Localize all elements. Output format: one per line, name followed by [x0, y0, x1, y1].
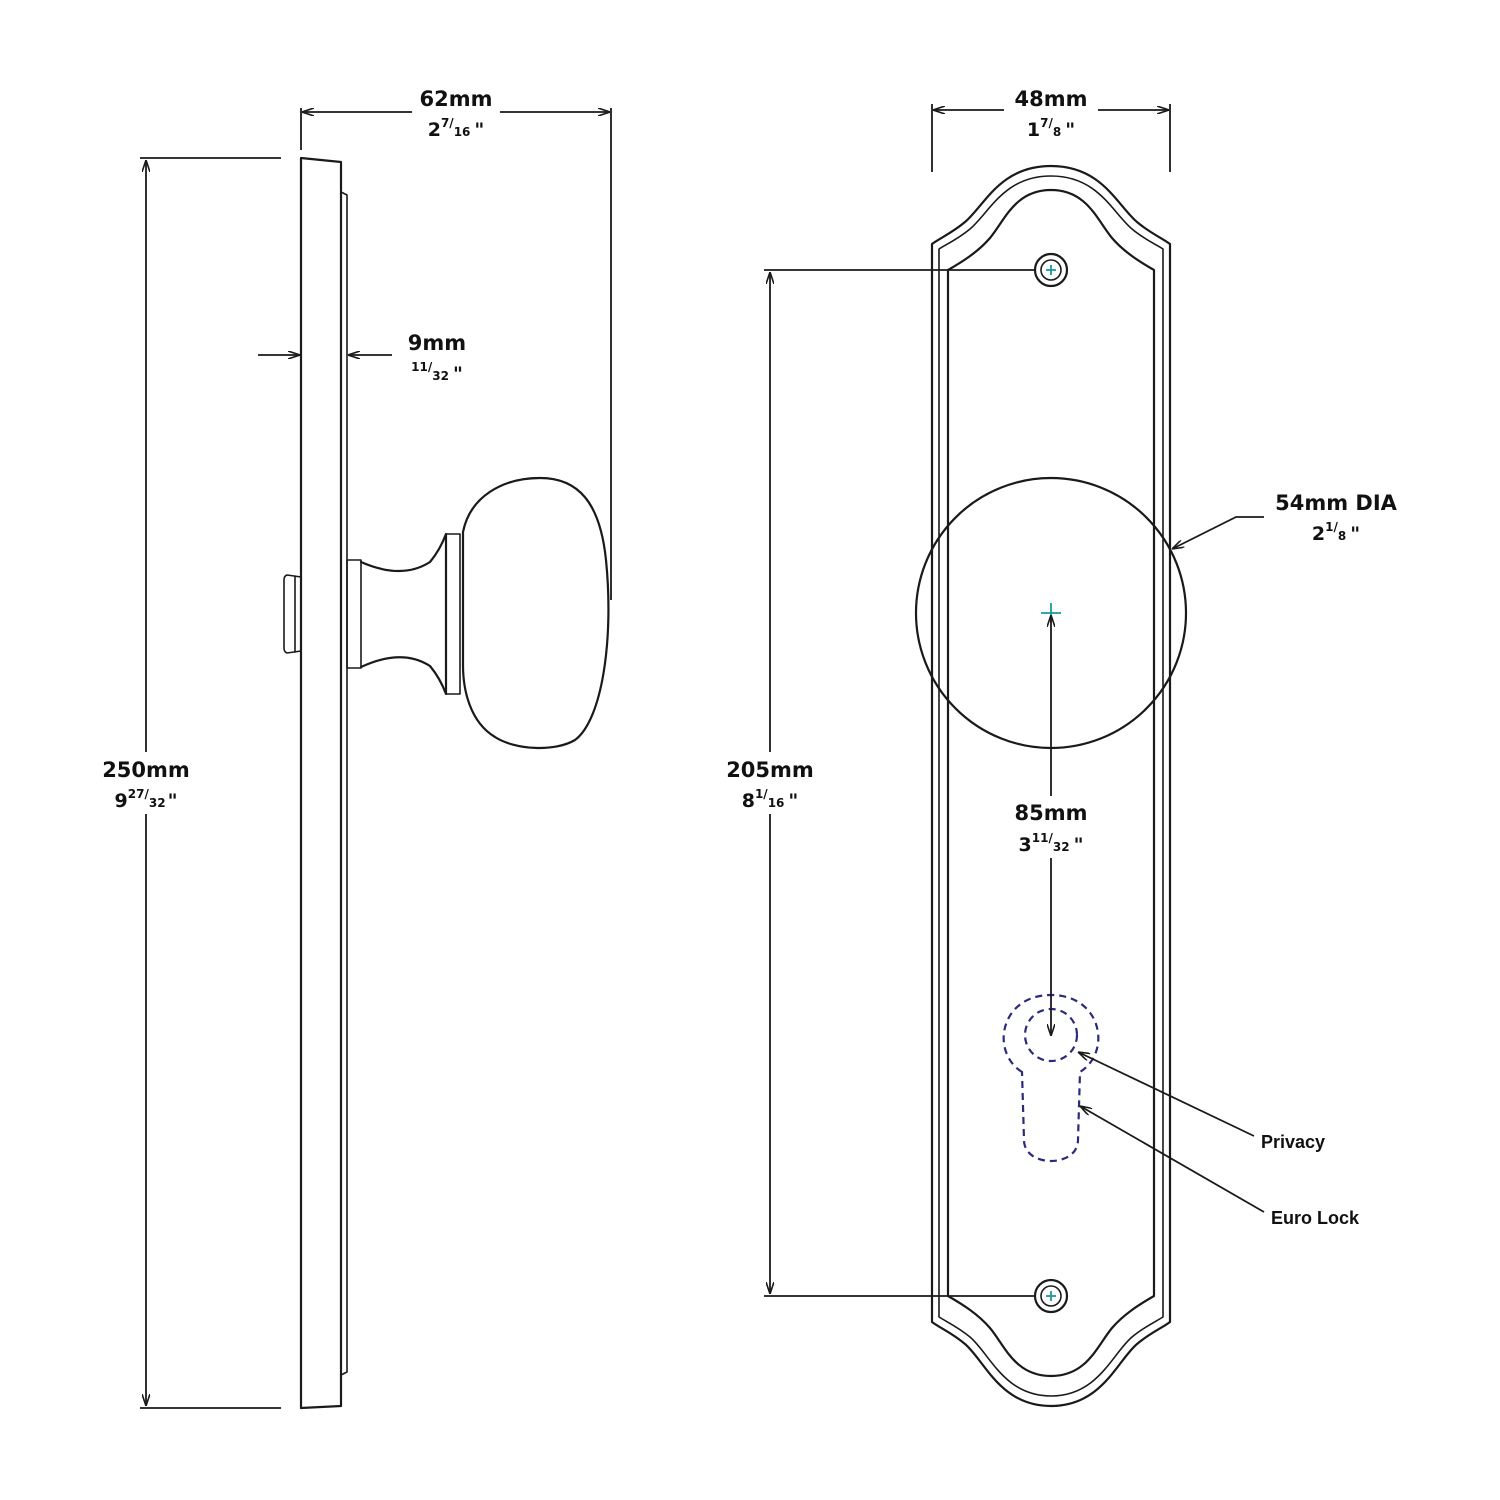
backset-metric: 85mm	[1015, 801, 1088, 825]
knob-diameter-metric: 54mm DIA	[1275, 491, 1398, 515]
privacy-callout: Privacy	[1261, 1132, 1325, 1152]
backset-imperial: 311/32"	[1019, 831, 1084, 856]
knob-diameter-imperial: 21/8"	[1312, 520, 1360, 545]
screw-spacing-metric: 205mm	[726, 758, 814, 782]
top-screw	[1033, 252, 1069, 288]
plate-width-metric: 48mm	[1015, 87, 1088, 111]
euro-lock-outline	[1002, 993, 1100, 1162]
euro-lock-callout: Euro Lock	[1271, 1208, 1360, 1228]
plate-thickness-metric: 9mm	[408, 331, 466, 355]
overall-height-metric: 250mm	[102, 758, 190, 782]
side-knob-collar	[445, 533, 461, 695]
overall-width-metric: 62mm	[420, 87, 493, 111]
plate-width-imperial: 17/8"	[1027, 116, 1075, 141]
side-view: 62mm 27/16" 9mm 11/32" 250mm 927/32"	[96, 87, 612, 1410]
plate-thickness-imperial: 11/32"	[411, 360, 463, 385]
side-backplate	[299, 156, 343, 1410]
front-plate-inner	[946, 188, 1156, 1378]
side-knob-neck	[359, 532, 448, 696]
front-plate-outer	[930, 164, 1172, 1408]
screw-spacing-imperial: 81/16"	[742, 787, 799, 812]
front-view: 85mm 311/32" 48mm 17/8" 205mm 81/16" 54m…	[720, 87, 1398, 1408]
overall-height-imperial: 927/32"	[115, 787, 178, 812]
side-knob	[461, 476, 610, 749]
side-backplate-step	[340, 191, 348, 1376]
side-spindle-stub	[283, 574, 302, 654]
side-rose	[346, 559, 362, 669]
bottom-screw	[1033, 1278, 1069, 1314]
front-plate-bevel	[938, 175, 1164, 1397]
overall-width-imperial: 27/16"	[428, 116, 485, 141]
